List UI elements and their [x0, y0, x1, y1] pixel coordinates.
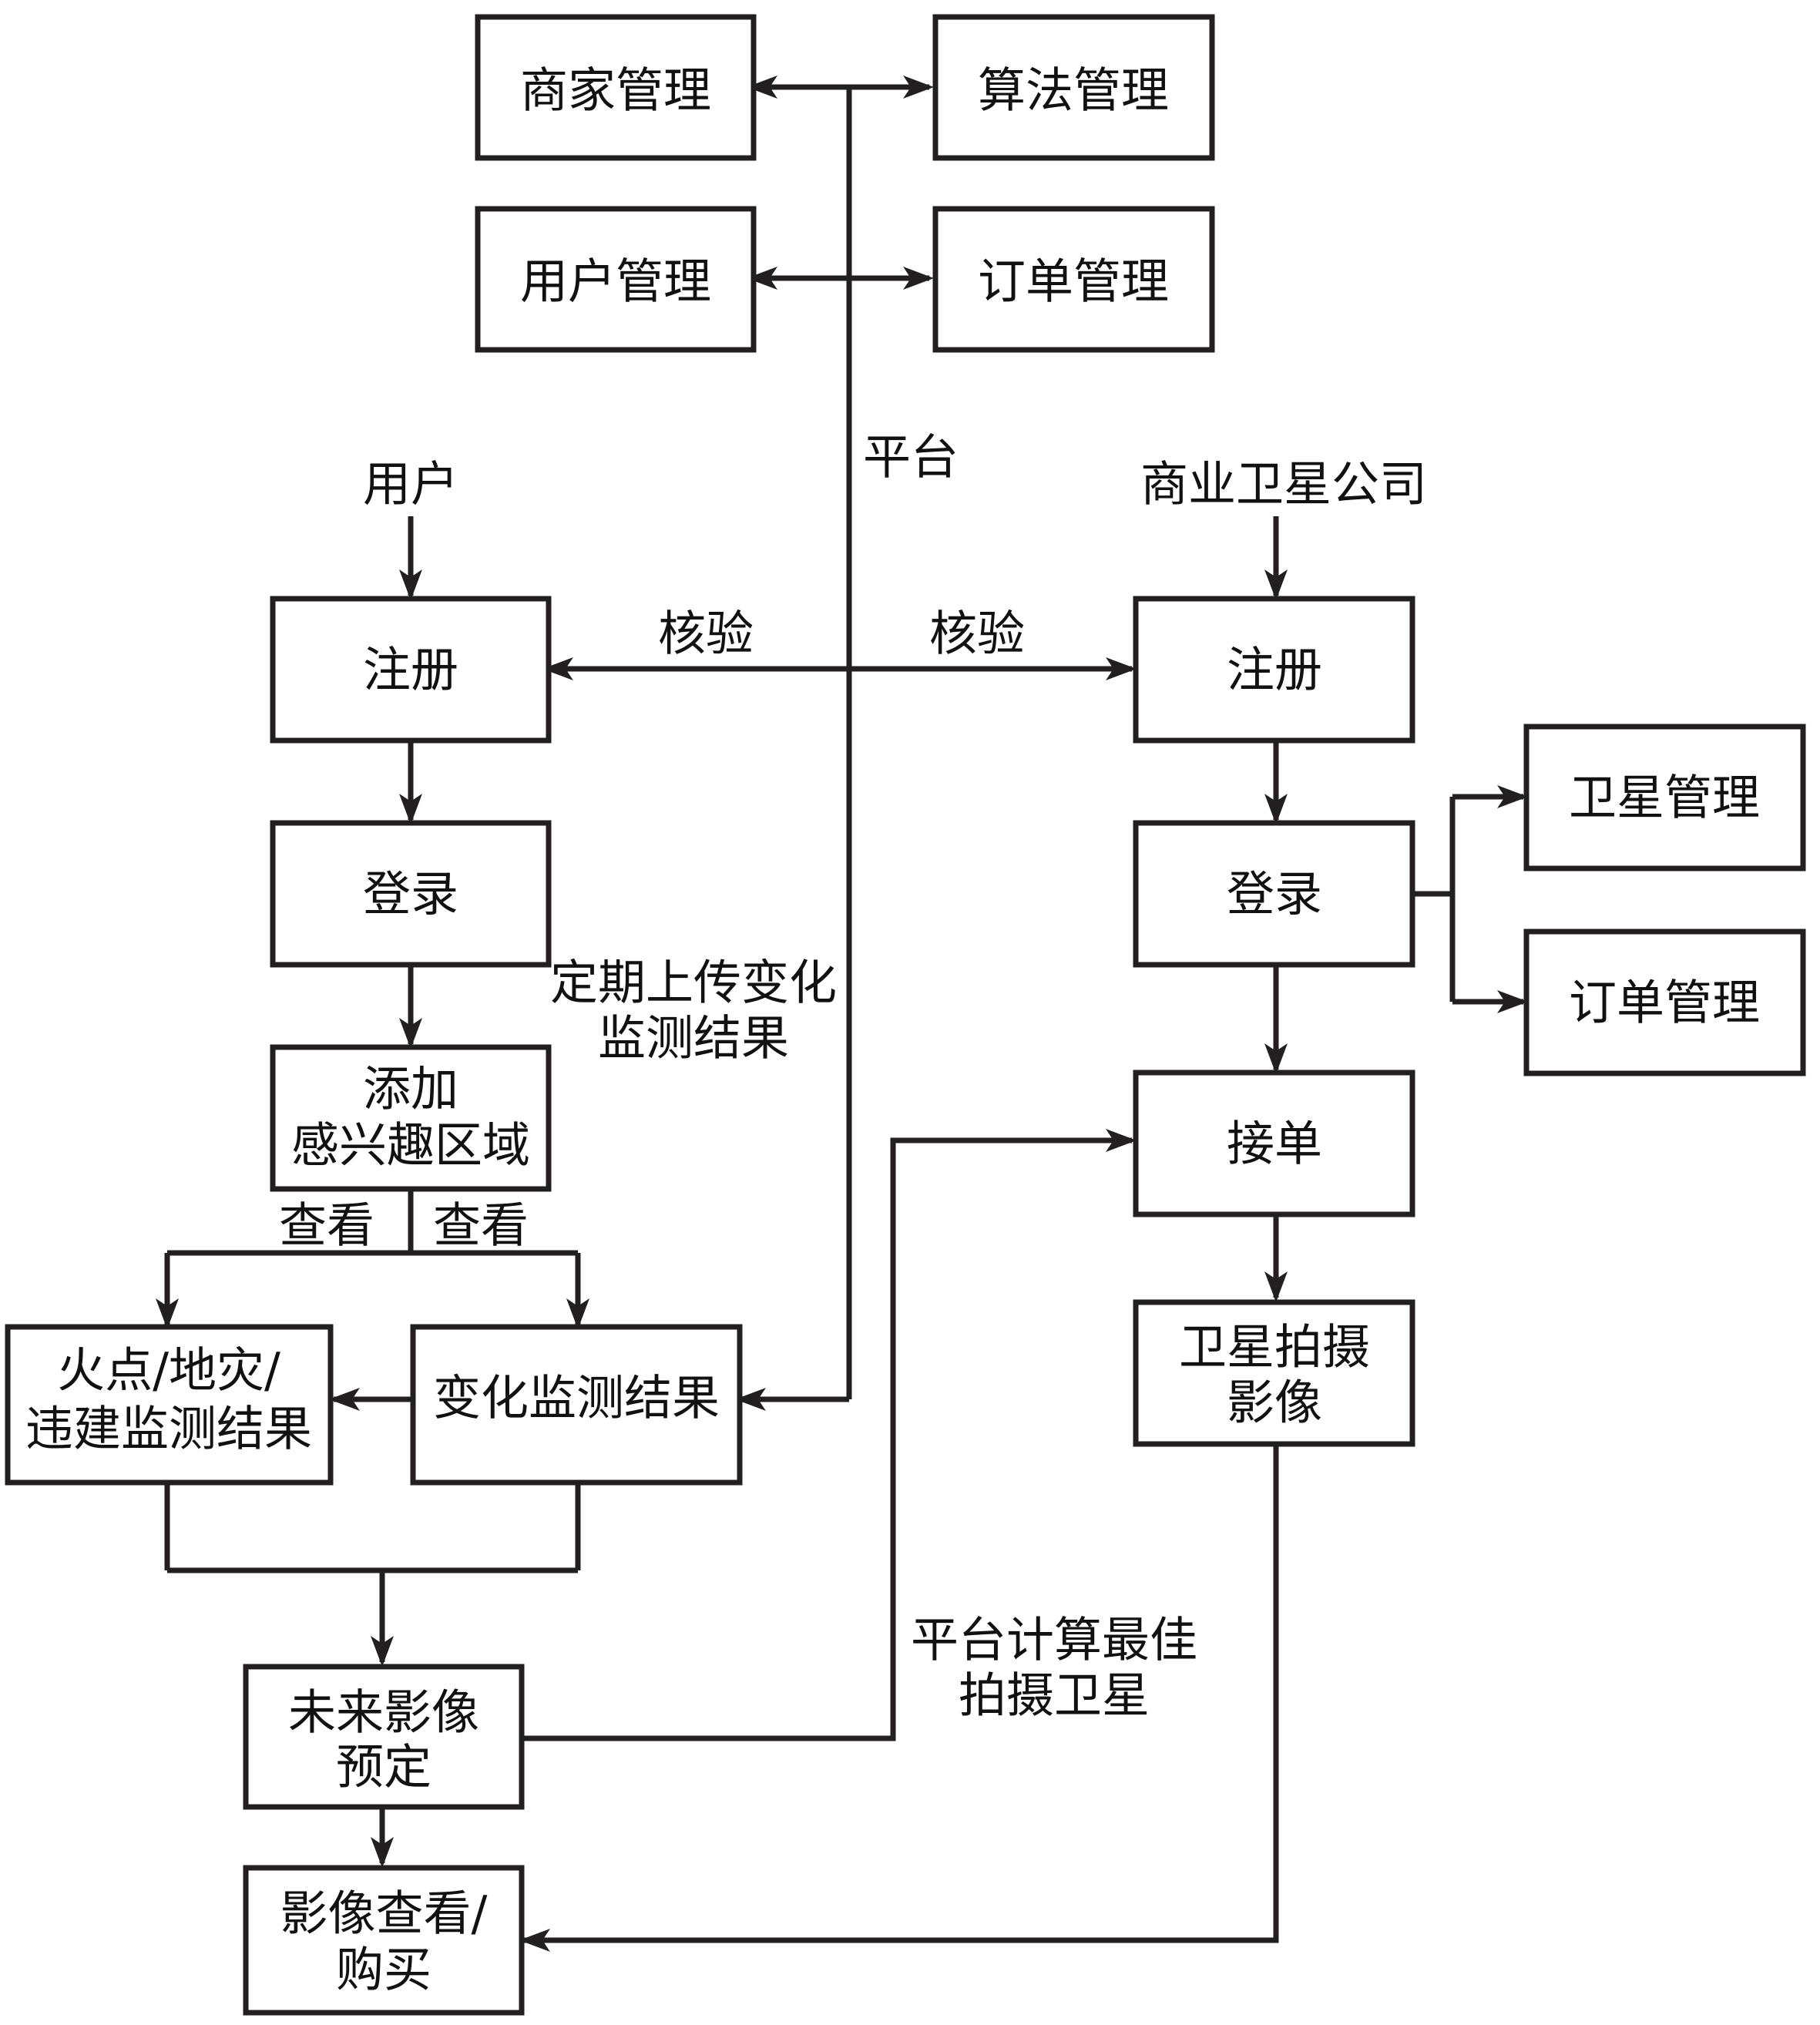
- connectors: [156, 76, 1528, 1952]
- fire-result-box: [5, 1324, 334, 1486]
- view-left-label: 查看: [279, 1197, 374, 1254]
- user-register-label: 注册: [363, 642, 458, 698]
- verify-right-label: 核验: [929, 606, 1025, 662]
- satellite-mgmt-label: 卫星管理: [1569, 770, 1760, 826]
- add-roi-label-line2: 感兴趣区域: [291, 1117, 530, 1174]
- compute-best-label-line1: 平台计算最佳: [911, 1612, 1197, 1668]
- verify-left-label: 核验: [658, 606, 754, 662]
- platform-order-mgmt-label: 订单管理: [978, 254, 1169, 310]
- sat-register-label: 注册: [1227, 642, 1322, 698]
- merchant-mgmt-label: 商家管理: [520, 62, 711, 119]
- future-booking-box: [243, 1664, 525, 1810]
- labels: 商家管理 算法管理 用户管理 订单管理 平台 用户 注册 登录 添加 感兴趣区域…: [25, 62, 1760, 1998]
- capture-label-line1: 卫星拍摄: [1179, 1319, 1370, 1375]
- sat-login-label: 登录: [1227, 866, 1322, 922]
- capture-label-line2: 影像: [1227, 1375, 1322, 1431]
- platform-order-mgmt-box: [932, 206, 1215, 353]
- platform-label: 平台: [863, 429, 959, 485]
- fire-result-label-line1: 火点/地灾/: [57, 1342, 280, 1399]
- merchant-mgmt-box: [475, 14, 757, 161]
- fire-result-label-line2: 违建监测结果: [25, 1401, 312, 1457]
- change-result-box: [410, 1324, 743, 1486]
- user-entry-label: 用户: [363, 456, 458, 512]
- user-mgmt-label: 用户管理: [520, 254, 711, 310]
- user-register-box: [270, 596, 552, 744]
- view-buy-label-line1: 影像查看/: [280, 1886, 488, 1942]
- sat-order-mgmt-label: 订单管理: [1569, 975, 1760, 1031]
- upload-periodic-label-line2: 监测结果: [598, 1010, 789, 1066]
- user-mgmt-box: [475, 206, 757, 353]
- arrow-booking-to-accept: [519, 1129, 1137, 1741]
- view-right-label: 查看: [433, 1197, 529, 1254]
- view-buy-label-line2: 购买: [336, 1942, 431, 1998]
- user-login-box: [270, 820, 552, 968]
- company-entry-label: 商业卫星公司: [1140, 456, 1427, 512]
- sat-order-mgmt-box: [1523, 929, 1806, 1076]
- boxes: [5, 14, 1806, 2016]
- upload-periodic-label-line1: 定期上传变化: [550, 955, 837, 1011]
- future-booking-label-line1: 未来影像: [288, 1684, 479, 1741]
- algorithm-mgmt-box: [932, 14, 1215, 161]
- satellite-mgmt-box: [1523, 724, 1806, 871]
- algorithm-mgmt-label: 算法管理: [978, 62, 1169, 119]
- compute-best-label-line2: 拍摄卫星: [959, 1667, 1150, 1724]
- sat-register-box: [1133, 596, 1415, 744]
- view-buy-box: [243, 1865, 525, 2016]
- sat-login-box: [1133, 820, 1415, 968]
- add-roi-label-line1: 添加: [363, 1061, 458, 1117]
- capture-box: [1133, 1299, 1415, 1447]
- user-login-label: 登录: [363, 866, 458, 922]
- add-roi-box: [270, 1044, 552, 1192]
- future-booking-label-line2: 预定: [336, 1739, 431, 1795]
- accept-order-box: [1133, 1070, 1415, 1217]
- arrow-capture-to-view: [519, 1444, 1279, 1952]
- change-result-label: 变化监测结果: [433, 1370, 720, 1426]
- accept-order-label: 接单: [1227, 1116, 1322, 1172]
